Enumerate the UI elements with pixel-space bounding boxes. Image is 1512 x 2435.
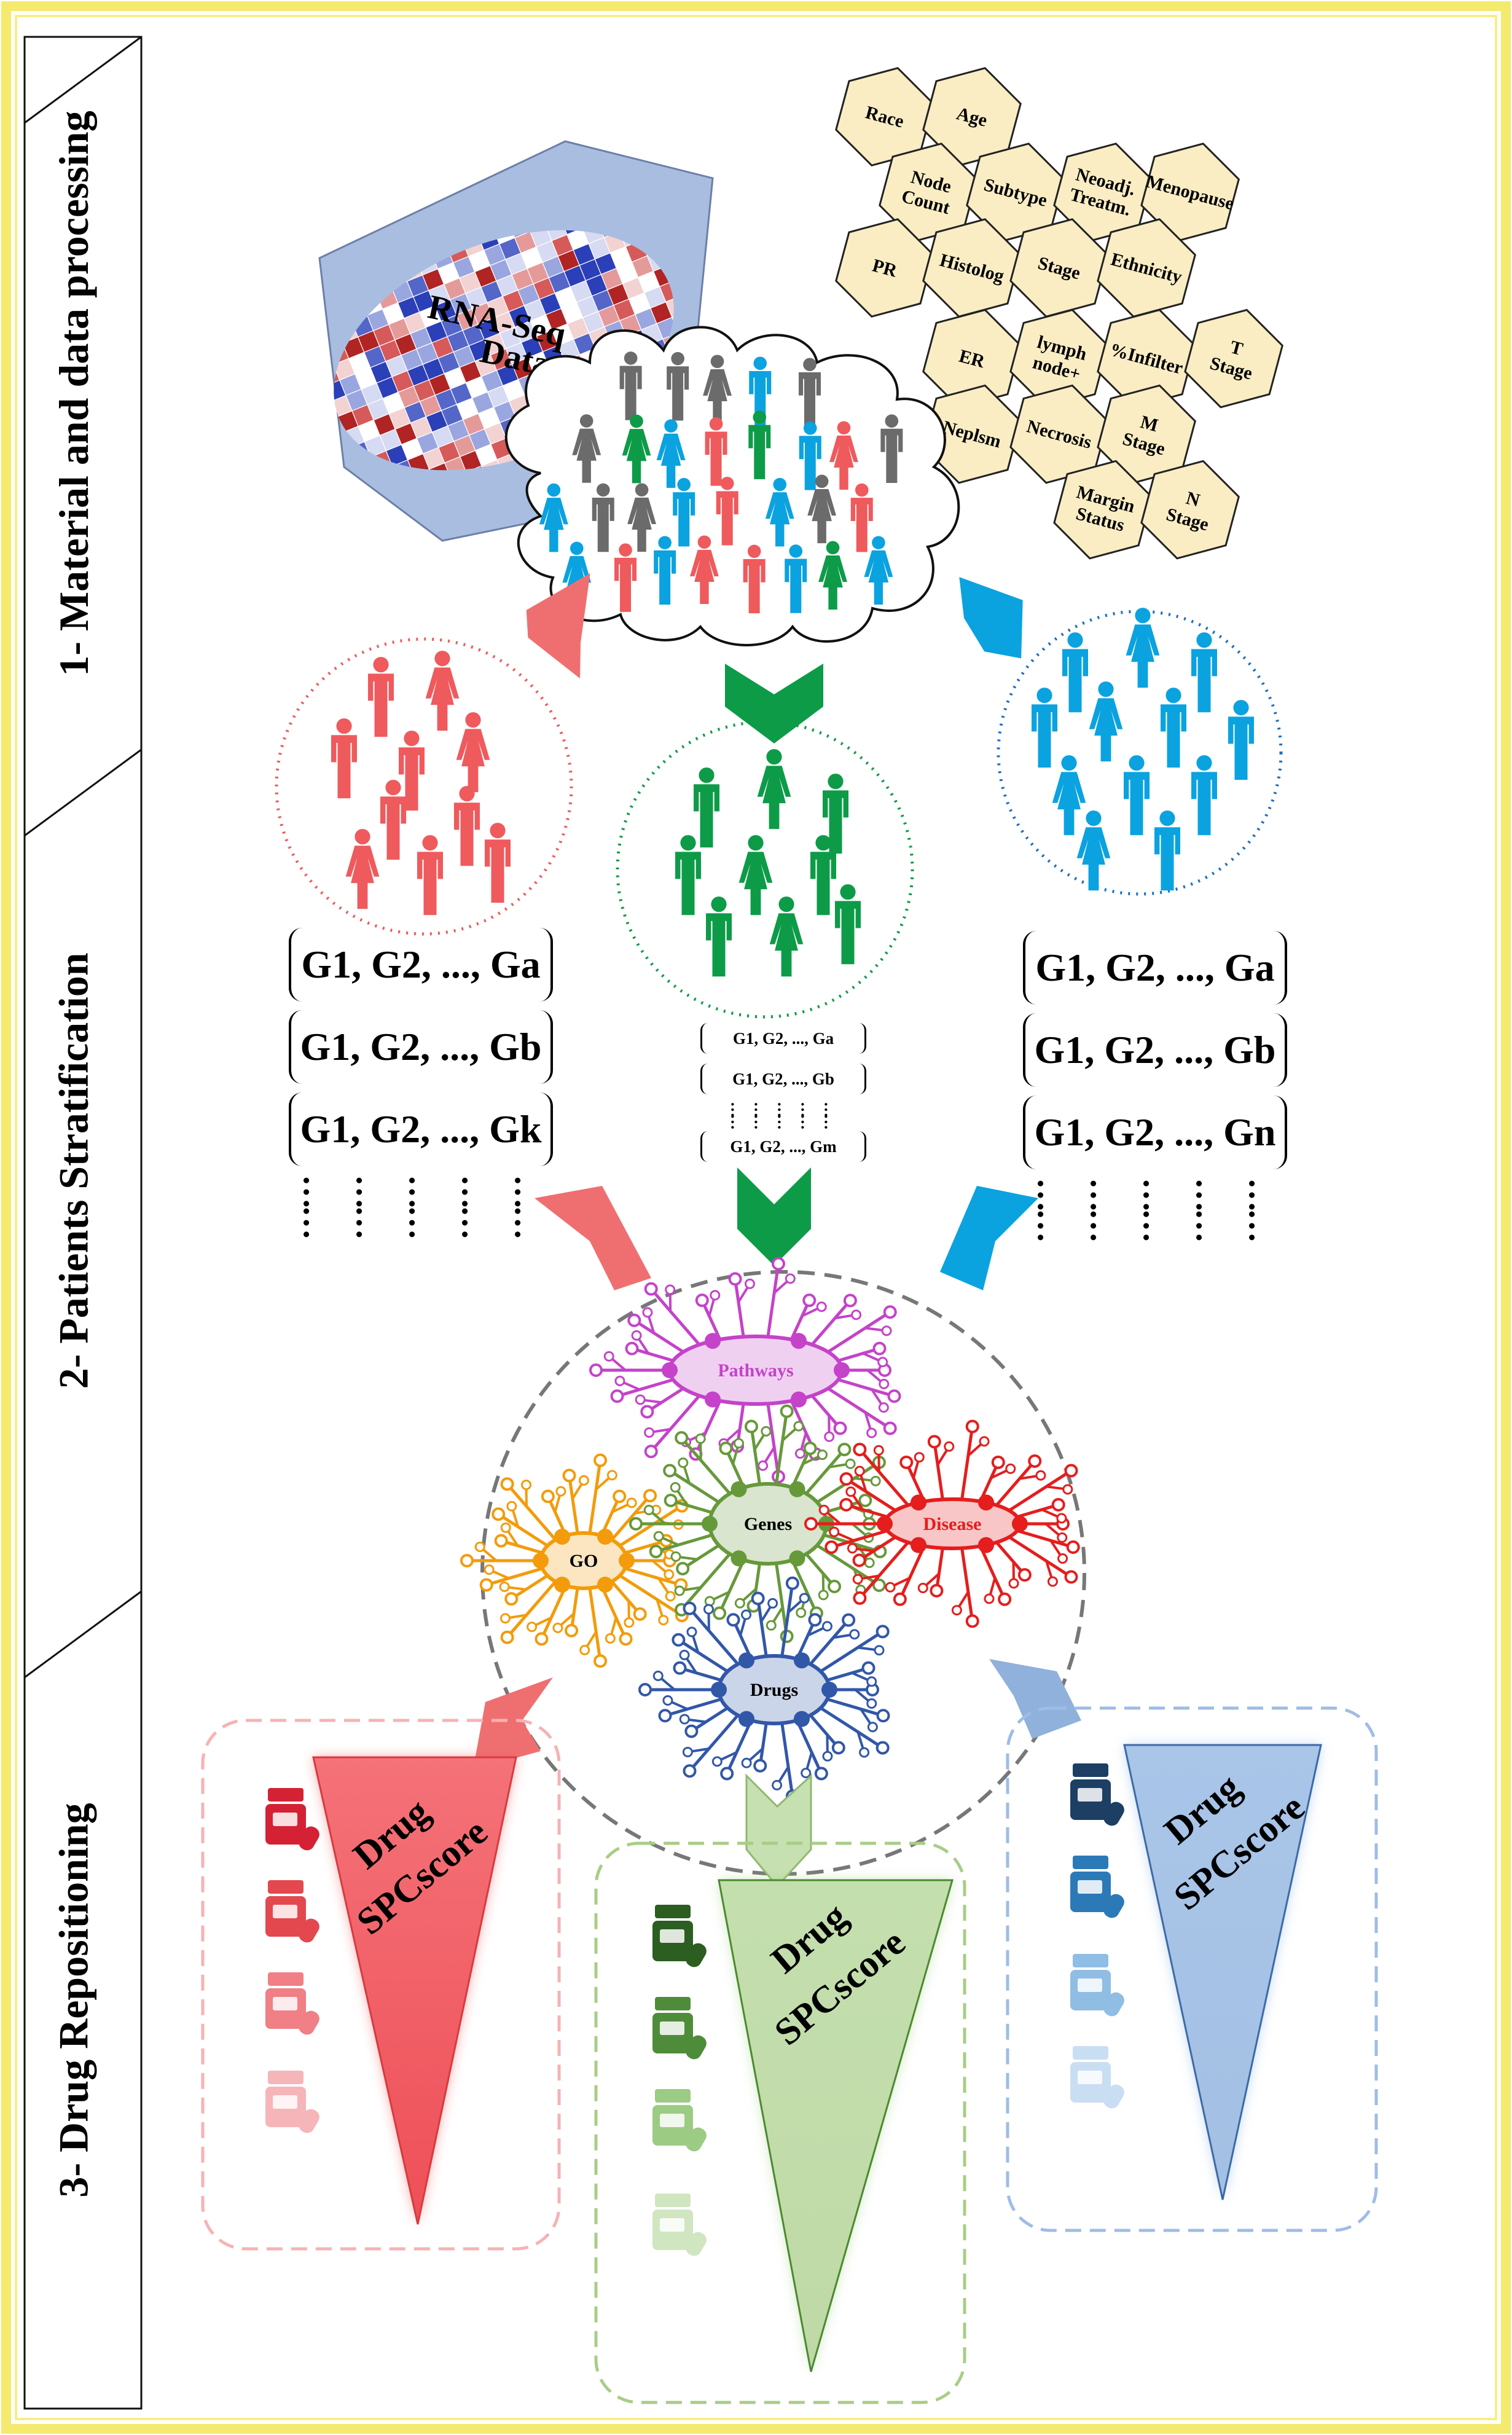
arrow-red-to-network <box>535 1186 651 1290</box>
gene-list-row: G1, G2, ..., Gb <box>700 1064 866 1094</box>
green-patient-group <box>616 720 914 1019</box>
red-drug-panel <box>201 1719 561 2251</box>
clinical-feature-hex: Neoadj.Treatm. <box>1053 143 1153 242</box>
clinical-feature-hex: Neplsm <box>922 384 1022 484</box>
patient-cloud <box>504 326 960 646</box>
gene-list-row: G1, G2, ..., Gk <box>289 1092 553 1166</box>
arrow-network-to-red-panel <box>473 1677 553 1770</box>
clinical-feature-hex: Age <box>922 67 1022 167</box>
arrow-cloud-to-red <box>526 573 590 679</box>
ellipsis-dots: ………………………… <box>1030 1178 1280 1239</box>
gene-list-row: G1, G2, ..., Ga <box>700 1023 866 1054</box>
clinical-feature-hex: PR <box>835 218 934 318</box>
gene-list-row: G1, G2, ..., Ga <box>1023 931 1287 1005</box>
disease-label: Disease <box>923 1514 982 1534</box>
green-score-triangle <box>718 1879 954 2372</box>
disease-network: Disease <box>804 1419 1080 1628</box>
clinical-feature-hex: Subtype <box>966 143 1065 242</box>
ellipsis-dots: ………………………… <box>727 1102 839 1126</box>
stage-1-label: 1- Material and data processing <box>50 110 97 676</box>
stage-3-label: 3- Drug Repositioning <box>50 1802 97 2198</box>
pathways-label: Pathways <box>718 1360 793 1381</box>
gene-list-row: G1, G2, ..., Gm <box>700 1131 866 1162</box>
arrow-network-to-blue-panel <box>989 1659 1081 1739</box>
red-patient-group <box>275 637 573 936</box>
green-gene-lists: G1, G2, ..., Ga G1, G2, ..., Gb ……………………… <box>700 1023 866 1172</box>
gene-list-row: G1, G2, ..., Ga <box>289 928 553 1002</box>
go-label: GO <box>570 1551 598 1571</box>
clinical-feature-hex: Race <box>835 67 934 167</box>
gene-list-row: G1, G2, ..., Gn <box>1023 1096 1287 1169</box>
genes-label: Genes <box>744 1514 792 1534</box>
gene-list-row: G1, G2, ..., Gb <box>289 1010 553 1084</box>
red-score-triangle <box>312 1756 517 2225</box>
clinical-feature-hex: Histolog <box>922 218 1022 318</box>
clinical-feature-hex: Stage <box>1009 218 1109 318</box>
drugs-network: Drugs <box>638 1576 890 1803</box>
red-gene-lists: G1, G2, ..., Ga G1, G2, ..., Gb G1, G2, … <box>289 928 553 1236</box>
arrow-network-to-green-panel <box>745 1773 812 1888</box>
clinical-feature-hex: %Infilter <box>1097 308 1196 409</box>
clinical-feature-hex: ER <box>922 308 1022 409</box>
green-drug-panel <box>594 1841 966 2404</box>
blue-gene-lists: G1, G2, ..., Ga G1, G2, ..., Gb G1, G2, … <box>1023 931 1287 1239</box>
drugs-label: Drugs <box>750 1680 798 1700</box>
arrow-cloud-to-blue <box>959 577 1023 659</box>
blue-score-triangle <box>1123 1744 1322 2200</box>
blue-patient-group <box>997 610 1283 896</box>
clinical-feature-hex: Necrosis <box>1009 384 1109 484</box>
ellipsis-dots: ………………………… <box>296 1175 546 1236</box>
gene-list-row: G1, G2, ..., Gb <box>1023 1013 1287 1087</box>
blue-drug-panel <box>1006 1706 1378 2232</box>
pathways-network: Pathways <box>589 1257 901 1484</box>
clinical-feature-hex: Menopause <box>1140 143 1240 242</box>
stage-2-label: 2- Patients Stratification <box>50 952 97 1389</box>
arrow-blue-to-network <box>940 1186 1038 1290</box>
clinical-feature-hex: Ethnicity <box>1097 218 1196 318</box>
arrow-green-to-network <box>737 1167 811 1266</box>
